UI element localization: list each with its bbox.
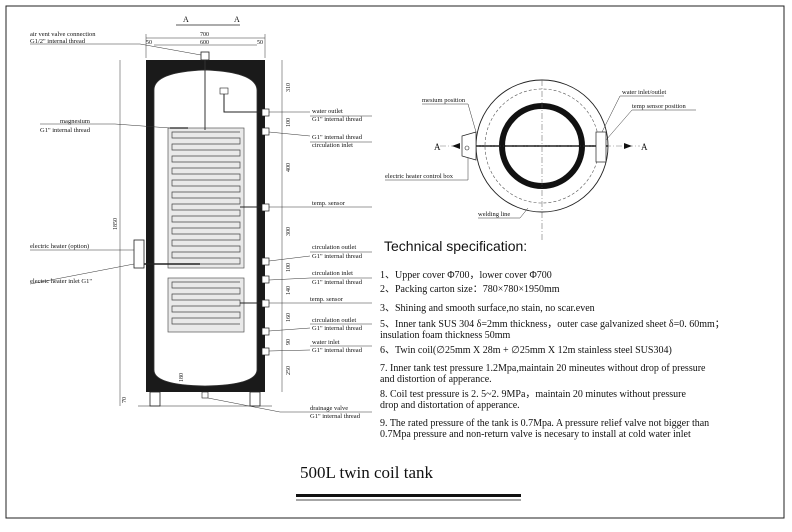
dim-250: 250 bbox=[286, 366, 292, 375]
spec-item: 6、Twin coil(∅25mm X 28m + ∅25mm X 12m st… bbox=[380, 345, 672, 356]
sheet-border bbox=[5, 5, 785, 519]
outlet-cap bbox=[219, 87, 229, 95]
upper-coil bbox=[167, 127, 245, 269]
spec-item: 0.7Mpa pressure and non-return valve is … bbox=[380, 429, 691, 440]
spec-heading: Technical specification: bbox=[384, 238, 528, 254]
spec-item: insulation foam thickness 50mm bbox=[380, 330, 511, 341]
label-circ-inlet-2a: circulation inlet bbox=[312, 270, 353, 277]
dim-140: 140 bbox=[286, 286, 292, 295]
side-fittings-block bbox=[595, 131, 607, 163]
control-box-screw bbox=[464, 145, 470, 151]
coil-tube bbox=[171, 131, 241, 265]
label-circ-inlet-top-1: G1" internal thread bbox=[312, 134, 363, 141]
drain-fitting bbox=[201, 391, 209, 399]
label-circ-outlet2-2: G1" internal thread bbox=[312, 325, 363, 332]
dim-90: 90 bbox=[286, 339, 292, 345]
spec-item: 8. Coil test pressure is 2. 5~2. 9MPa，ma… bbox=[380, 389, 686, 400]
spec-item: 3、Shining and smooth surface,no stain, n… bbox=[380, 303, 595, 314]
heater-control-box bbox=[461, 131, 477, 161]
section-label-side-right: A bbox=[641, 142, 648, 152]
label-air-vent-1: air vent valve connection bbox=[30, 31, 96, 38]
dim-right-gap: 50 bbox=[257, 40, 263, 46]
section-label-top-left: A bbox=[183, 15, 189, 24]
label-circ-inlet-top-2: circulation inlet bbox=[312, 142, 353, 149]
section-label-side-left: A bbox=[434, 142, 441, 152]
tank-front-view bbox=[133, 51, 272, 407]
label-magnesium-2: G1" internal thread bbox=[40, 127, 91, 134]
dim-180: 180 bbox=[179, 373, 185, 382]
spec-item: 2、Packing carton size：780×780×1950mm bbox=[380, 284, 560, 295]
label-circ-outlet2-1: circulation outlet bbox=[312, 317, 356, 324]
dim-100a: 100 bbox=[286, 118, 292, 127]
dim-100b: 100 bbox=[286, 263, 292, 272]
dim-300: 300 bbox=[286, 227, 292, 236]
dim-inner-width: 600 bbox=[200, 40, 209, 46]
label-temp-sensor-position: temp sensor position bbox=[632, 103, 687, 110]
label-mesium-position: mesium position bbox=[422, 97, 466, 104]
label-water-outlet-1: water outlet bbox=[312, 108, 343, 115]
spec-item: and distortion of apperance. bbox=[380, 374, 492, 385]
section-arrow-right bbox=[624, 143, 632, 149]
label-water-inlet-1: water inlet bbox=[312, 339, 340, 346]
label-heater-inlet: electric heater inlet G1" bbox=[30, 278, 92, 285]
dim-outer-width: 700 bbox=[200, 32, 209, 38]
label-magnesium-1: magnesium bbox=[60, 118, 90, 125]
section-label-top-right: A bbox=[234, 15, 240, 24]
drawing-title: 500L twin coil tank bbox=[300, 463, 433, 482]
label-drain-1: drainage valve bbox=[310, 405, 348, 412]
dim-total-height: 1850 bbox=[113, 218, 119, 230]
label-circ-inlet-2b: G1" internal thread bbox=[312, 279, 363, 286]
tank-top-view bbox=[440, 79, 640, 240]
title-underline-thick bbox=[296, 494, 521, 497]
label-temp-sensor-1: temp. sensor bbox=[312, 200, 346, 207]
top-view-leaders bbox=[385, 95, 696, 219]
dim-left-gap: 50 bbox=[146, 40, 152, 46]
label-temp-sensor-2: temp. sensor bbox=[310, 296, 344, 303]
dim-160: 160 bbox=[286, 313, 292, 322]
tank-leg-left bbox=[149, 391, 161, 407]
label-water-inlet-2: G1" internal thread bbox=[312, 347, 363, 354]
spec-item: 5、Inner tank SUS 304 δ=2mm thickness，out… bbox=[380, 319, 725, 330]
spec-item: drop and distortation of apperance. bbox=[380, 400, 520, 411]
spec-item: 9. The rated pressure of the tank is 0.7… bbox=[380, 418, 710, 429]
electric-heater-box bbox=[133, 239, 145, 269]
leader-lines bbox=[29, 43, 372, 413]
label-heater-control-box: electric heater control box bbox=[385, 173, 454, 180]
label-water-inlet-outlet: water inlet/outlet bbox=[622, 89, 666, 96]
spec-item: 7. Inner tank test pressure 1.2Mpa,maint… bbox=[380, 363, 706, 374]
right-connectors bbox=[261, 108, 270, 356]
spec-item: 1、Upper cover Φ700，lower cover Φ700 bbox=[380, 270, 552, 281]
label-heater-option: electric heater (option) bbox=[30, 243, 89, 250]
tank-leg-right bbox=[249, 391, 261, 407]
label-water-outlet-2: G1" internal thread bbox=[312, 116, 363, 123]
label-circ-outlet-1: circulation outlet bbox=[312, 244, 356, 251]
air-vent-fitting bbox=[200, 51, 210, 61]
label-drain-2: G1" internal thread bbox=[310, 413, 361, 420]
dim-70: 70 bbox=[122, 397, 128, 403]
label-circ-outlet-2: G1" internal thread bbox=[312, 253, 363, 260]
water-outlet-pipe bbox=[223, 94, 262, 113]
label-air-vent-2: G1/2" internal thread bbox=[30, 38, 86, 45]
dim-400: 400 bbox=[286, 163, 292, 172]
section-arrow-left bbox=[452, 143, 460, 149]
lower-coil bbox=[167, 277, 245, 333]
label-welding-line: welding line bbox=[478, 211, 510, 218]
dim-310: 310 bbox=[286, 83, 292, 92]
top-dimensions bbox=[145, 34, 266, 58]
